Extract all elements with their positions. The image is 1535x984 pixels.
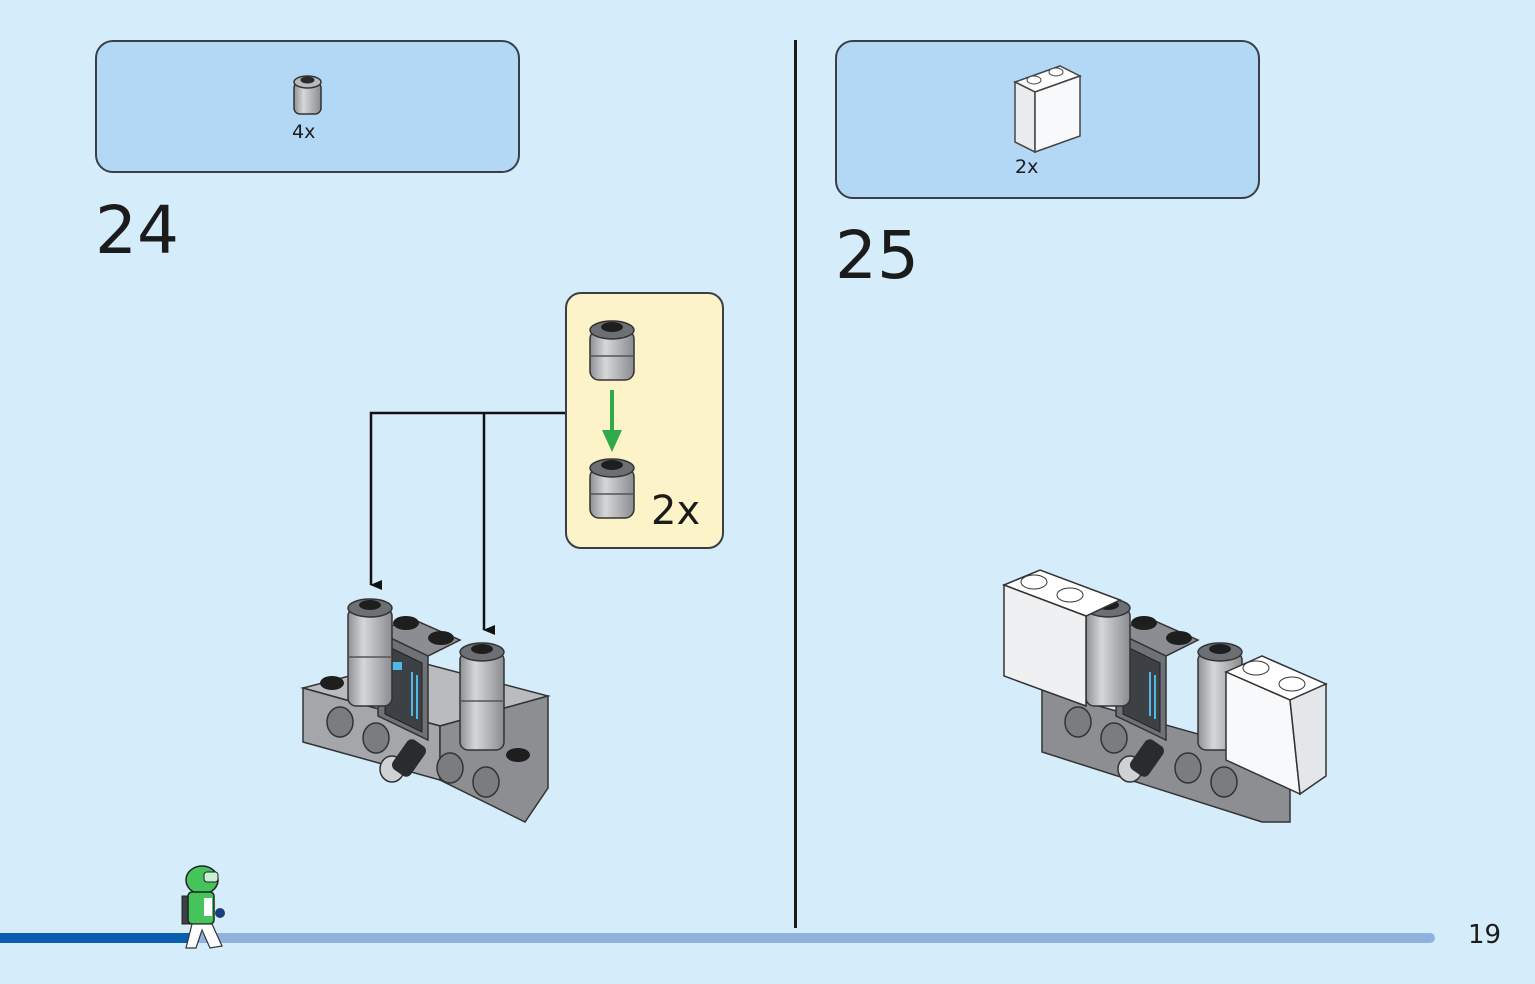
parts-qty-step-25: 2x [1015,156,1039,178]
white-brick-1x2x2-icon [1013,65,1082,154]
callout-brick-top [589,320,635,381]
callout-qty: 2x [651,488,701,534]
callout-brick-bottom [589,458,635,519]
parts-list-step-25 [835,40,1260,199]
page-number: 19 [1468,920,1502,950]
step-number-25: 25 [835,217,919,294]
step-number-24: 24 [95,192,179,269]
green-assembly-arrow [602,390,622,452]
build-model-step-24 [300,598,551,823]
step-divider [794,40,797,928]
parts-qty-step-24: 4x [292,121,316,143]
minifigure-walker-icon [181,865,225,949]
progress-track [0,933,1435,943]
round-brick-icon [293,75,322,115]
build-model-step-25 [1001,569,1328,823]
progress-fill [0,933,197,943]
placement-arrows [369,411,565,635]
